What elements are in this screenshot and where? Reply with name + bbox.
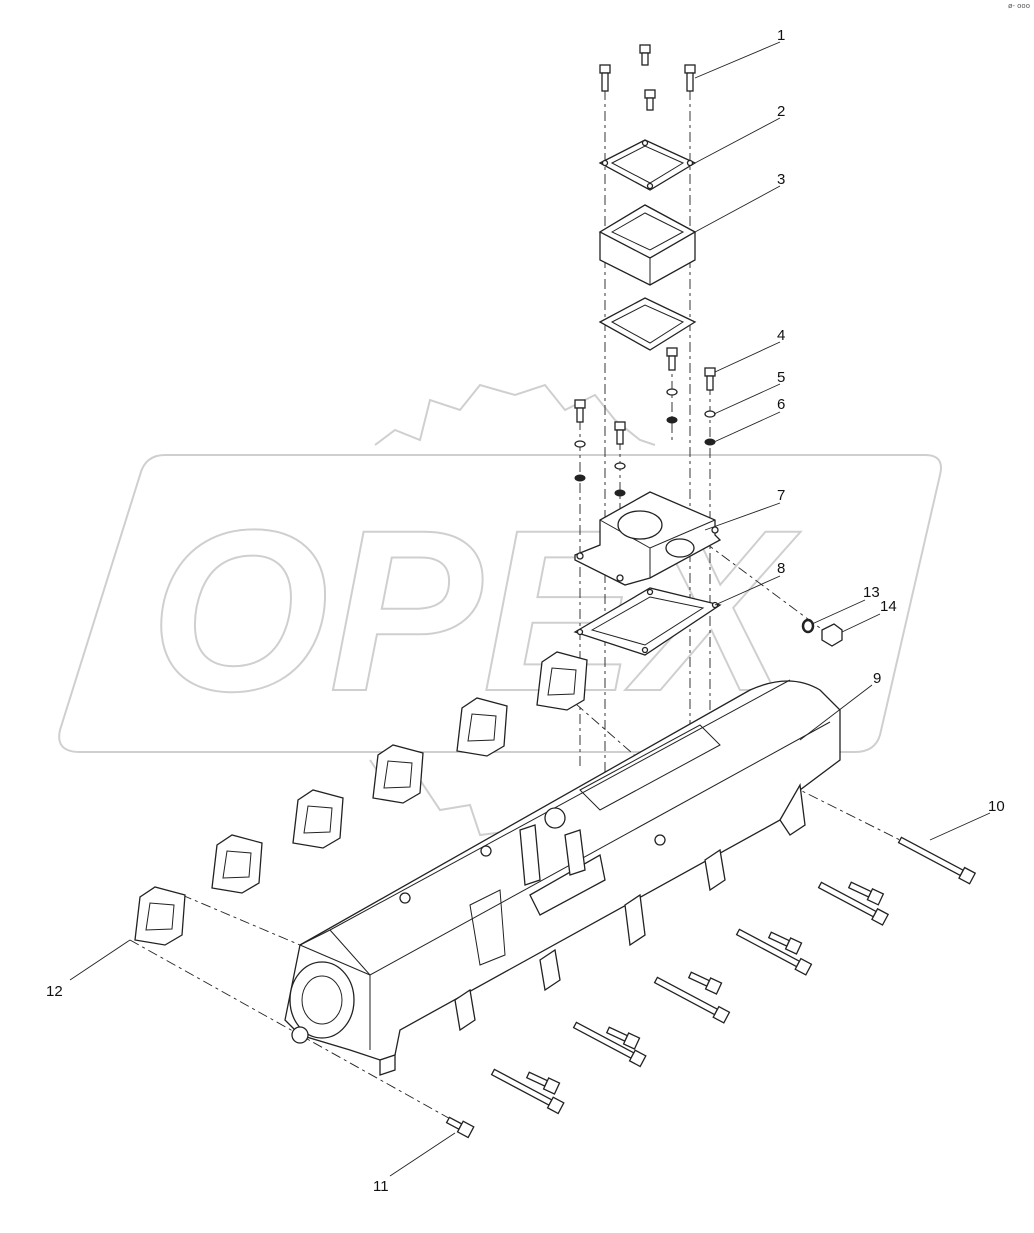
callout-1: 1 bbox=[777, 27, 785, 44]
callout-6: 6 bbox=[777, 396, 785, 413]
callout-10: 10 bbox=[988, 798, 1005, 815]
callout-7: 7 bbox=[777, 487, 785, 504]
exhaust-manifold bbox=[284, 679, 841, 1076]
callout-11: 11 bbox=[373, 1178, 389, 1195]
port-gaskets bbox=[134, 651, 588, 946]
outlet-housing bbox=[574, 491, 722, 586]
callout-14: 14 bbox=[880, 598, 897, 615]
manifold-bolts bbox=[445, 836, 977, 1139]
callout-12: 12 bbox=[46, 983, 63, 1000]
corner-mark: ø- ooo bbox=[1008, 2, 1030, 10]
callout-3: 3 bbox=[777, 171, 785, 188]
callout-8: 8 bbox=[777, 560, 785, 577]
spacer-block bbox=[598, 204, 697, 286]
leader-lines bbox=[69, 41, 991, 1177]
flange-gasket bbox=[573, 587, 722, 656]
callout-13: 13 bbox=[863, 584, 880, 601]
top-bolts bbox=[599, 44, 696, 111]
callout-2: 2 bbox=[777, 103, 785, 120]
alignment-lines bbox=[129, 90, 901, 1131]
flange-bolts-and-washers bbox=[574, 347, 716, 497]
callout-9: 9 bbox=[873, 670, 881, 687]
plug-and-seal bbox=[801, 618, 843, 647]
top-gasket bbox=[598, 139, 697, 191]
callout-labels: 1 2 3 4 5 6 7 8 9 10 11 12 13 14 bbox=[46, 27, 1005, 1195]
callout-5: 5 bbox=[777, 369, 785, 386]
callout-4: 4 bbox=[777, 327, 785, 344]
lower-gasket bbox=[598, 297, 697, 351]
